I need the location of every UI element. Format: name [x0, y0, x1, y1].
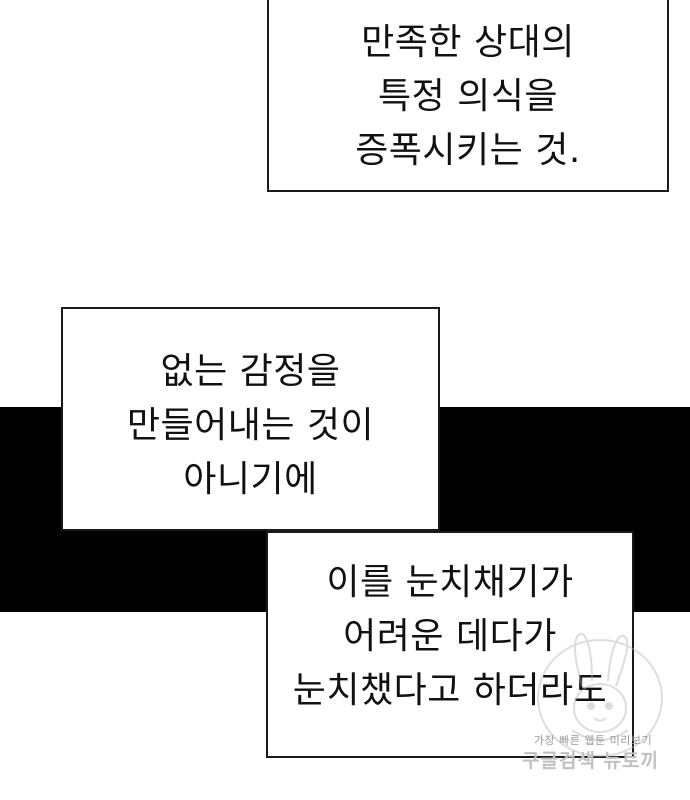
caption-line: 특정 의식을: [377, 76, 559, 117]
watermark-tagline: 가장 빠른 웹툰 미리보기: [533, 734, 653, 747]
caption-line: 없는 감정을: [160, 351, 341, 392]
caption-box-2: 없는 감정을 만들어내는 것이 아니기에: [61, 307, 440, 531]
caption-line: 만들어내는 것이: [126, 405, 375, 446]
caption-line: 이를 눈치채기가: [326, 561, 574, 603]
caption-text-3: 이를 눈치채기가 어려운 데다가 눈치챘다고 하더라도: [293, 556, 608, 718]
caption-line: 눈치챘다고 하더라도: [292, 669, 608, 711]
caption-line: 어려운 데다가: [343, 615, 557, 657]
caption-line: 아니기에: [183, 459, 318, 500]
caption-text-1: 만족한 상대의 특정 의식을 증폭시키는 것.: [355, 16, 581, 178]
watermark-site-name: 구글검색 뉴토끼: [522, 750, 659, 772]
caption-box-1: 만족한 상대의 특정 의식을 증폭시키는 것.: [267, 0, 669, 192]
caption-line: 만족한 상대의: [361, 22, 575, 63]
caption-line: 증폭시키는 것.: [355, 130, 581, 171]
caption-text-2: 없는 감정을 만들어내는 것이 아니기에: [127, 345, 374, 507]
caption-box-3: 이를 눈치채기가 어려운 데다가 눈치챘다고 하더라도: [266, 531, 634, 758]
